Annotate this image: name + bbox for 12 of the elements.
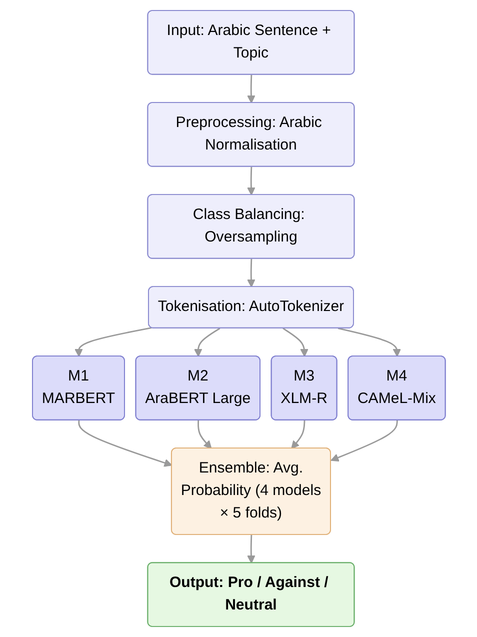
arrow — [330, 420, 398, 462]
arrow — [246, 74, 255, 104]
arrow — [246, 258, 255, 288]
arrow — [197, 420, 212, 449]
arrow — [290, 420, 305, 449]
arrow — [246, 534, 255, 564]
arrow — [74, 327, 152, 357]
arrow — [338, 328, 401, 357]
arrow — [282, 328, 308, 357]
arrow — [78, 420, 172, 467]
arrow — [194, 328, 220, 357]
arrow — [246, 166, 255, 196]
